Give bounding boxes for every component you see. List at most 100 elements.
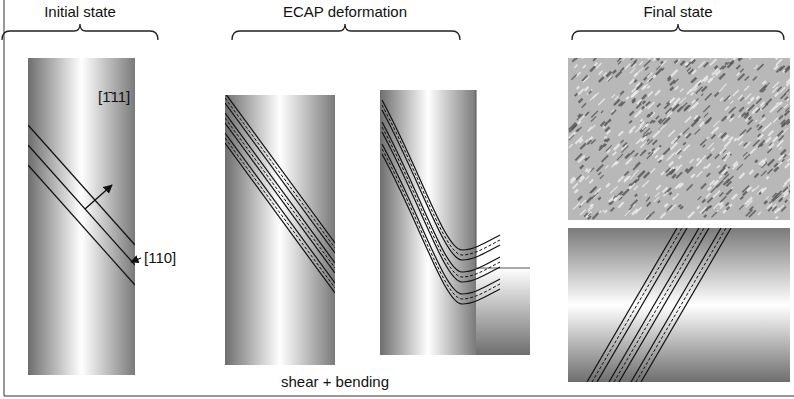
die-wall xyxy=(476,90,530,268)
grain-stroke xyxy=(685,105,690,110)
grain-stroke xyxy=(623,189,629,195)
grain-stroke xyxy=(749,58,752,59)
grain-stroke xyxy=(758,126,762,130)
grain-stroke xyxy=(715,66,718,69)
grain-stroke xyxy=(593,58,600,61)
grain-stroke xyxy=(636,162,640,166)
grain-stroke xyxy=(647,202,651,206)
grain-stroke xyxy=(675,149,680,154)
grain-stroke xyxy=(790,183,791,186)
grain-stroke xyxy=(571,74,576,79)
grain-stroke xyxy=(713,121,719,127)
grain-stroke xyxy=(647,139,652,144)
slip-line xyxy=(28,145,135,265)
grain-stroke xyxy=(633,167,636,170)
grain-stroke xyxy=(691,93,694,96)
grain-stroke xyxy=(758,135,764,141)
frame-line xyxy=(4,0,794,396)
grain-stroke xyxy=(629,130,632,133)
grain-stroke xyxy=(643,101,646,104)
grain-stroke xyxy=(677,184,680,187)
grain-stroke xyxy=(653,75,657,79)
grain-stroke xyxy=(723,179,729,185)
grain-stroke xyxy=(768,131,773,136)
grain-stroke xyxy=(756,96,759,99)
grain-stroke xyxy=(648,91,653,96)
grain-stroke xyxy=(700,122,704,126)
grain-stroke xyxy=(590,66,595,71)
grain-stroke xyxy=(610,208,614,212)
grain-stroke xyxy=(635,194,637,196)
slip-line xyxy=(28,125,135,245)
grain-stroke xyxy=(740,69,743,72)
grain-stroke xyxy=(575,93,578,96)
grain-stroke xyxy=(647,86,650,89)
grain-stroke xyxy=(589,180,593,184)
grain-stroke xyxy=(607,150,610,153)
grain-stroke xyxy=(783,192,789,198)
grain-stroke xyxy=(592,212,599,219)
grain-stroke xyxy=(589,91,592,94)
grain-stroke xyxy=(720,66,723,69)
grain-stroke xyxy=(785,97,789,101)
grain-stroke xyxy=(785,66,790,72)
grain-stroke xyxy=(692,100,695,103)
bracket xyxy=(2,24,158,40)
grain-stroke xyxy=(648,58,653,59)
grain-stroke xyxy=(578,156,584,162)
grain-stroke xyxy=(777,131,783,137)
grain-stroke xyxy=(779,115,783,119)
grain-stroke xyxy=(681,61,685,65)
grain-stroke xyxy=(758,212,761,215)
grain-stroke xyxy=(649,131,652,134)
die-channel-horizontal xyxy=(476,268,530,355)
grain-stroke xyxy=(746,210,753,217)
grain-stroke xyxy=(697,158,699,160)
grain-stroke xyxy=(592,125,596,129)
grain-stroke xyxy=(598,172,601,175)
grain-stroke xyxy=(779,102,782,105)
grain-stroke xyxy=(661,213,666,218)
shear-band xyxy=(225,143,335,293)
grain-stroke xyxy=(759,118,765,124)
grain-stroke xyxy=(574,65,577,68)
shear-band xyxy=(382,132,500,282)
grain-stroke xyxy=(725,106,729,110)
grain-stroke xyxy=(578,121,581,124)
grain-stroke xyxy=(584,213,588,217)
grain-stroke xyxy=(588,169,591,172)
grain-stroke xyxy=(762,89,766,93)
shear-band xyxy=(619,228,709,382)
grain-stroke xyxy=(743,152,747,156)
grain-stroke xyxy=(701,183,706,188)
grain-stroke xyxy=(750,97,754,101)
grain-stroke xyxy=(785,163,790,168)
grain-stroke xyxy=(707,173,711,177)
grain-stroke xyxy=(609,196,615,202)
grain-stroke xyxy=(612,110,615,113)
grain-stroke xyxy=(672,194,678,200)
grain-stroke xyxy=(578,89,584,95)
grain-stroke xyxy=(696,98,698,100)
grain-stroke xyxy=(590,94,597,101)
grain-stroke xyxy=(644,172,650,178)
grain-stroke xyxy=(711,127,718,134)
shear-band xyxy=(225,133,335,283)
grain-stroke xyxy=(602,210,604,212)
grain-stroke xyxy=(667,112,672,117)
grain-stroke xyxy=(569,125,576,132)
grain-stroke xyxy=(703,145,706,148)
grain-stroke xyxy=(725,58,730,59)
grain-stroke xyxy=(577,87,580,90)
grain-stroke xyxy=(599,77,604,82)
initial-billet xyxy=(28,58,135,375)
grain-stroke xyxy=(655,192,660,197)
shear-band xyxy=(636,228,726,382)
grain-stroke xyxy=(726,207,730,211)
grain-stroke xyxy=(576,58,581,59)
grain-stroke xyxy=(702,200,705,203)
grain-stroke xyxy=(708,78,712,82)
grain-stroke xyxy=(591,139,596,144)
shear-band xyxy=(382,149,500,299)
